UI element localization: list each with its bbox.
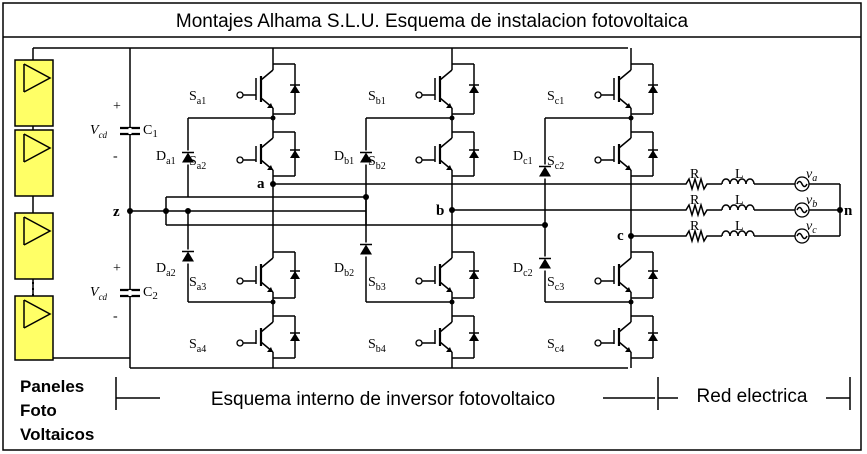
switch-label-sb3: Sb3 <box>368 275 386 293</box>
switch-label-sb4: Sb4 <box>368 337 386 355</box>
switch-sb2 <box>415 128 479 180</box>
node-b-label: b <box>436 203 444 219</box>
diode-label-dc1: Dc1 <box>513 149 533 167</box>
pv-panel-1 <box>14 59 54 127</box>
inductor-label-a: L <box>735 167 744 182</box>
panels-label-2: Foto <box>20 401 57 420</box>
inductor-label-b: L <box>735 193 744 208</box>
switch-sc1 <box>594 60 658 118</box>
c1-plus-sign: + <box>113 99 121 114</box>
resistor-c <box>683 228 712 244</box>
resistor-label-c: R <box>690 219 700 234</box>
pv-panel-3 <box>14 212 54 280</box>
switch-sc4 <box>594 312 658 362</box>
switch-label-sb2: Sb2 <box>368 154 386 172</box>
node-c-label: c <box>617 228 624 244</box>
diode-label-db1: Db1 <box>334 149 354 167</box>
resistor-b <box>683 202 712 218</box>
source-label-a: va <box>806 167 817 184</box>
c1-minus-sign: - <box>113 149 118 164</box>
switch-label-sa2: Sa2 <box>189 154 206 172</box>
pv-panel-4 <box>14 295 54 361</box>
diode-db2 <box>360 197 372 302</box>
diode-dc2 <box>539 225 551 302</box>
switch-sa3 <box>236 248 300 302</box>
switch-label-sc3: Sc3 <box>547 275 564 293</box>
resistor-a <box>683 176 712 192</box>
source-label-b: vb <box>806 193 817 210</box>
node-n-label: n <box>844 203 853 219</box>
switch-sa1 <box>236 60 300 118</box>
switch-sb1 <box>415 60 479 118</box>
resistor-label-b: R <box>690 193 700 208</box>
switch-sc3 <box>594 248 658 302</box>
switch-sa4 <box>236 312 300 362</box>
inductor-label-c: L <box>735 219 744 234</box>
diode-label-db2: Db2 <box>334 261 354 279</box>
switch-label-sc4: Sc4 <box>547 337 564 355</box>
c1-label: C1 <box>143 123 158 140</box>
inverter-section-label: Esquema interno de inversor fotovoltaico <box>211 389 555 410</box>
resistor-label-a: R <box>690 167 700 182</box>
diode-label-da1: Da1 <box>156 149 176 167</box>
diode-label-da2: Da2 <box>156 261 176 279</box>
diode-da2 <box>182 211 194 302</box>
page-title: Montajes Alhama S.L.U. Esquema de instal… <box>176 11 689 32</box>
switch-label-sc1: Sc1 <box>547 89 564 107</box>
vcd-label-2: Vcd <box>90 285 108 302</box>
switch-label-sc2: Sc2 <box>547 154 564 172</box>
grid-section-label: Red electrica <box>697 386 808 407</box>
switch-sc2 <box>594 128 658 180</box>
switch-label-sa4: Sa4 <box>189 337 206 355</box>
panels-label-1: Paneles <box>20 377 84 396</box>
node-z-label: z <box>113 204 120 220</box>
switch-label-sa3: Sa3 <box>189 275 206 293</box>
phase-output-lines <box>273 183 841 237</box>
source-label-c: vc <box>806 219 817 236</box>
c2-minus-sign: - <box>113 309 118 324</box>
node-z-dot <box>127 208 133 214</box>
diode-da1 <box>182 118 194 197</box>
switch-sb4 <box>415 312 479 362</box>
switch-label-sb1: Sb1 <box>368 89 386 107</box>
switch-sa2 <box>236 128 300 180</box>
diode-dc1 <box>539 118 551 225</box>
diode-label-dc2: Dc2 <box>513 261 533 279</box>
panels-label-3: Voltaicos <box>20 425 94 444</box>
c2-plus-sign: + <box>113 261 121 276</box>
vcd-label-1: Vcd <box>90 123 108 140</box>
pv-panel-string <box>14 47 130 361</box>
c2-label: C2 <box>143 285 158 302</box>
switch-label-sa1: Sa1 <box>189 89 206 107</box>
neutral-z-line <box>130 196 545 226</box>
pv-panel-2 <box>14 129 54 197</box>
node-a-label: a <box>257 176 265 192</box>
switch-sb3 <box>415 248 479 302</box>
